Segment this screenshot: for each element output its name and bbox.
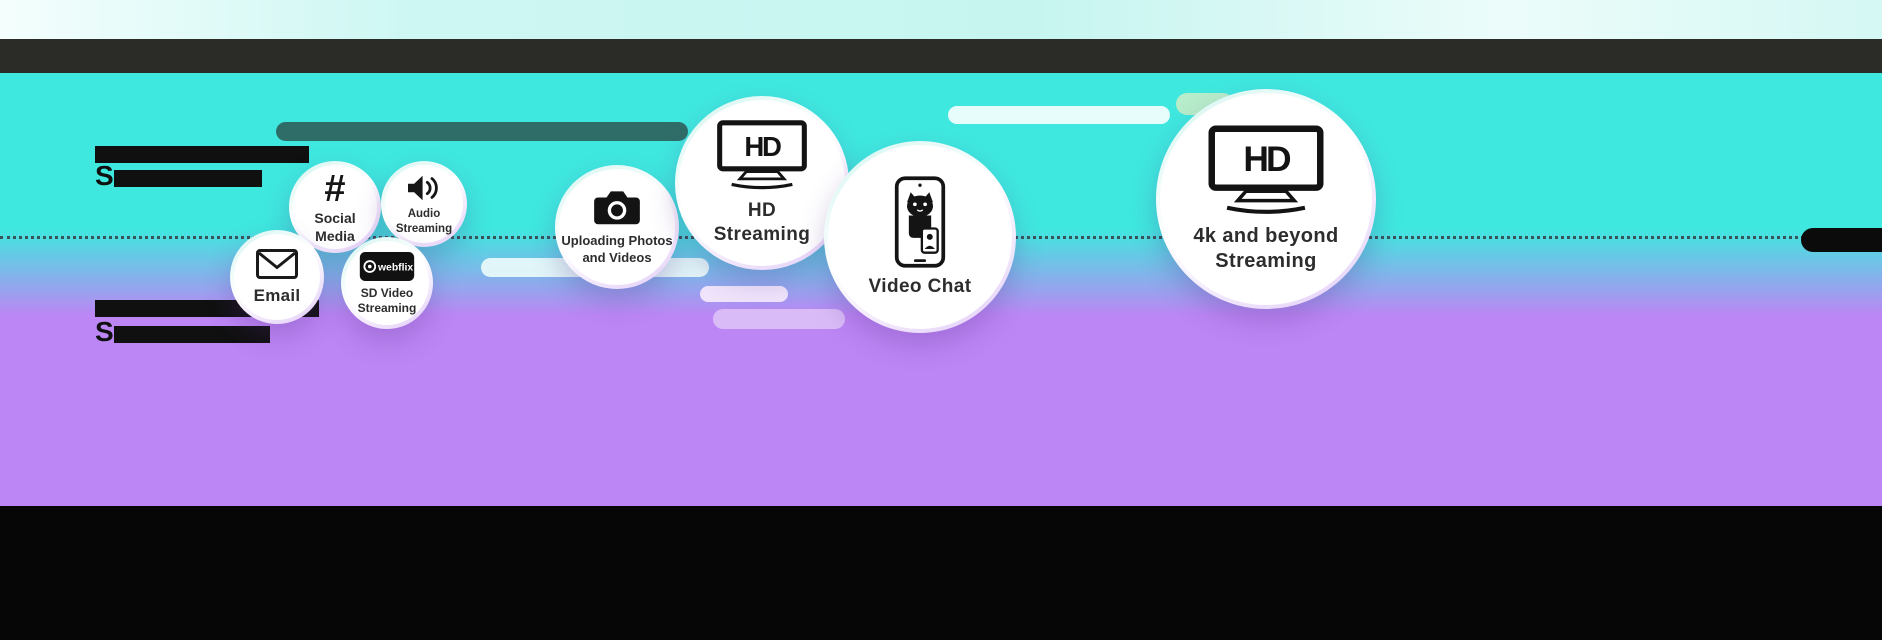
hd-tv-icon: HD [717,120,807,190]
top-strip [0,0,1882,39]
redacted-text-bar [114,326,270,343]
speaker-icon [408,175,438,201]
bubble-label-video-chat: Video Chat [868,276,972,298]
speed-tier-label-bottom: S [95,316,114,347]
bubble-email: Email [230,230,324,324]
bubble-label-audio-streaming: Audio Streaming [395,208,453,235]
bubble-hd-streaming: HD HD Streaming [675,96,849,270]
video-chat-phone-icon [894,176,946,268]
footer-bar [0,506,1882,640]
bubble-uploading-photos: Uploading Photos and Videos [555,165,679,289]
bubble-4k-streaming: HD 4k and beyond Streaming [1156,89,1376,309]
bubble-label-hd-streaming: HD Streaming [713,200,811,245]
hashtag-icon: # [324,167,346,210]
bubble-label-email: Email [253,285,301,305]
bubble-audio-streaming: Audio Streaming [381,161,467,247]
svg-text:HD: HD [744,131,781,162]
bubble-label-uploading-photos: Uploading Photos and Videos [561,233,673,265]
decor-pill-white [948,106,1170,124]
decor-pill-light-lavender [700,286,788,302]
bubble-label-4k-streaming: 4k and beyond Streaming [1193,225,1339,272]
svg-text:webflix: webflix [377,263,413,274]
speed-tier-label-top: S [95,160,114,191]
bubble-social-media: # Social Media [289,161,381,253]
decor-pill-black-right [1801,228,1882,252]
bubble-label-sd-video-streaming: SD Video Streaming [357,286,417,315]
header-bar [0,39,1882,73]
bubble-sd-video-streaming: webflix SD Video Streaming [341,237,433,329]
decor-pill-dark-teal [276,122,688,141]
camera-icon [594,191,640,225]
svg-text:HD: HD [1243,140,1291,179]
bubble-label-social-media: Social Media [314,210,356,244]
hd-tv-icon: HD [1208,125,1324,214]
bubble-video-chat: Video Chat [824,141,1016,333]
redacted-text-bar [114,170,262,187]
decor-pill-lavender [713,309,845,329]
webflix-logo-icon: webflix [359,252,415,281]
redacted-text-bar [95,146,309,163]
envelope-icon [256,248,298,279]
